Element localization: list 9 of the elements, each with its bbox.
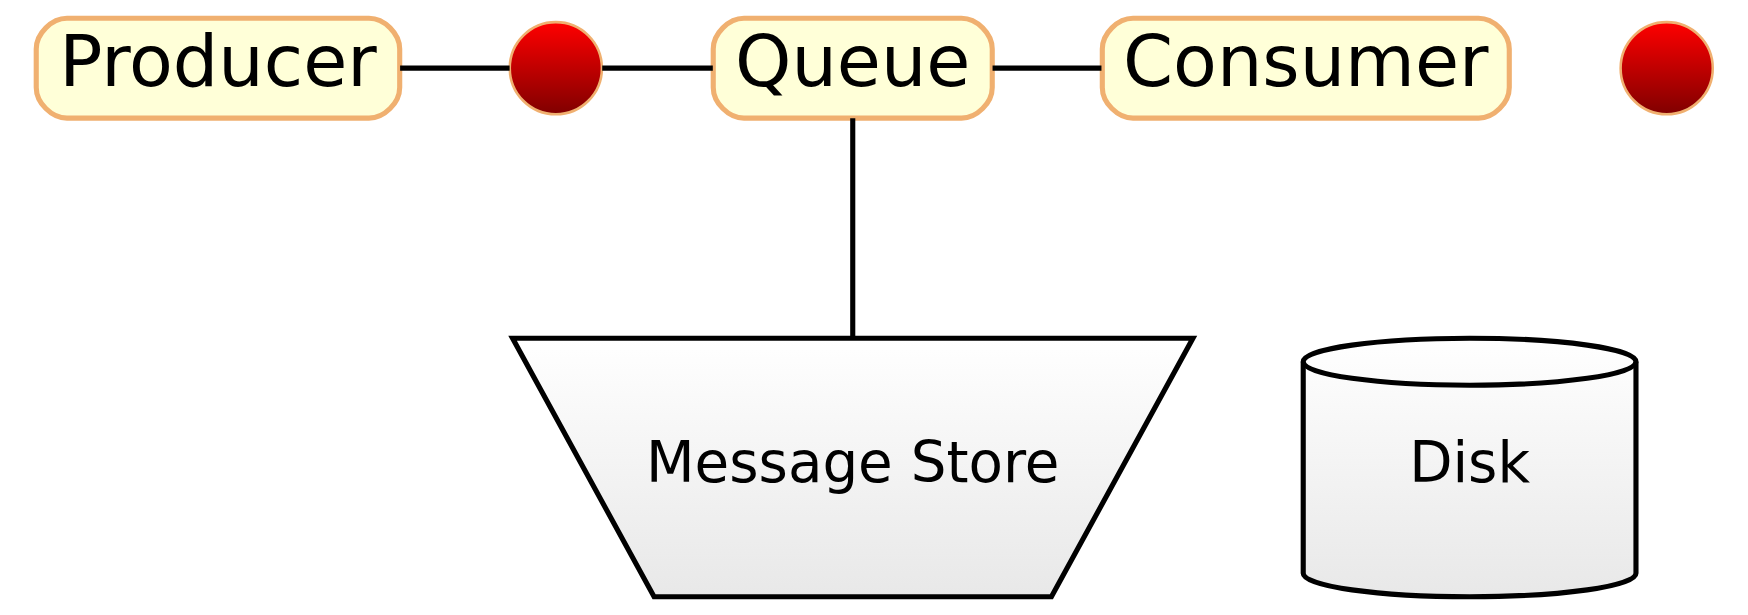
node-box: Consumer [1099,15,1512,121]
connector [992,65,1101,71]
connector [399,65,510,71]
node-box: Queue [710,15,995,121]
node-circle [1618,20,1714,116]
node-box: Producer [33,15,402,121]
connector [849,118,855,338]
node-circle [508,20,603,116]
connector [601,65,713,71]
